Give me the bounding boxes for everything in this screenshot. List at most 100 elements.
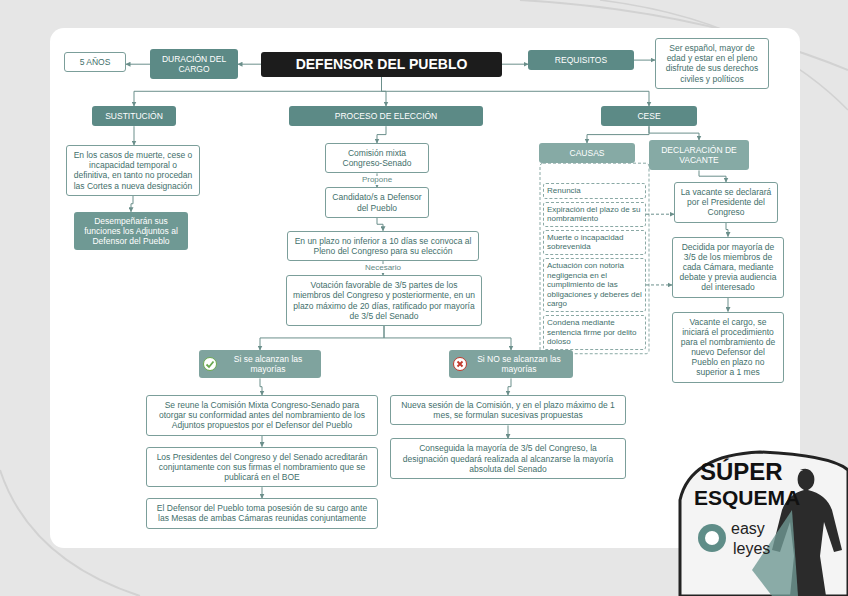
connector [508,378,511,395]
logo-circle-inner [705,531,719,545]
condition-box: Si NO se alcanzan las mayorías [449,350,573,378]
logo-badge [680,452,848,596]
logo-title: ESQUEMA [694,486,800,510]
process-box: Comisión mixta Congreso-Senado [325,143,429,173]
check-icon [203,357,217,371]
connector [699,170,726,182]
cause-box: Renuncia [543,183,646,199]
process-box: Vacante el cargo, se iniciará el procedi… [672,312,784,383]
node-text: En un plazo no inferior a 10 días se con… [293,236,473,256]
process-box: Votación favorable de 3/5 partes de los … [286,275,482,326]
node-text: DURACIÓN DEL CARGO [156,54,232,74]
node-text: Renuncia [547,186,642,196]
node-text: El Defensor del Pueblo toma posesión de … [152,503,372,523]
process-box: Los Presidentes del Congreso y del Senad… [146,447,378,488]
node-text: Decidida por mayoría de 3/5 de los miemb… [678,242,778,293]
node-text: DECLARACIÓN DE VACANTE [655,145,743,165]
logo-circle [698,524,726,552]
connector [384,326,511,350]
node-text: Candidato/s a Defensor del Pueblo [331,192,423,212]
process-box: Conseguida la mayoría de 3/5 del Congres… [390,438,626,479]
logo-brand: leyes [733,540,770,558]
section-header: SUSTITUCIÓN [92,106,176,126]
process-box: 5 AÑOS [64,52,126,72]
process-box: En los casos de muerte, cese o incapacid… [66,145,200,196]
node-text: REQUISITOS [534,55,628,65]
node-text: Nueva sesión de la Comisión, y en el pla… [396,400,620,420]
connector [126,64,150,65]
connector [646,214,674,215]
node-text: Comisión mixta Congreso-Senado [331,148,423,168]
connector [377,126,386,143]
connector [134,126,135,145]
process-box: La vacante se declarará por el President… [674,182,778,223]
node-text: Votación favorable de 3/5 partes de los … [292,280,476,321]
section-header: REQUISITOS [528,50,634,70]
process-box: En un plazo no inferior a 10 días se con… [287,231,479,261]
connector [502,64,528,65]
node-text: Desempeñarán sus funciones los Adjuntos … [79,216,183,247]
connector [262,436,263,447]
process-box: Nueva sesión de la Comisión, y en el pla… [390,395,626,425]
node-text: Muerte o incapacidad sobrevenida [547,233,642,252]
process-box: Ser español, mayor de edad y estar en el… [655,38,769,89]
node-text: SUSTITUCIÓN [98,111,170,121]
node-text: La vacante se declarará por el President… [680,187,772,218]
node-text: Si NO se alcanzan las mayorías [471,354,567,374]
process-box: El Defensor del Pueblo toma posesión de … [146,498,378,528]
connector [260,326,384,350]
section-header: PROCESO DE ELECCIÓN [289,106,483,126]
connector [726,223,728,237]
logo-panel [680,452,848,596]
title-box: DEFENSOR DEL PUEBLO [261,52,502,77]
node-text: Se reune la Comisión Mixta Congreso-Sena… [152,400,372,431]
connector [728,298,729,312]
node-text: Conseguida la mayoría de 3/5 del Congres… [396,443,620,474]
node-text: En los casos de muerte, cese o incapacid… [72,150,194,191]
node-text: PROCESO DE ELECCIÓN [295,111,477,121]
node-text: Expiración del plazo de su nombramiento [547,205,642,224]
node-text: Si se alcanzan las mayorías [221,354,315,374]
node-text: Vacante el cargo, se iniciará el procedi… [678,317,778,378]
subsection-header: CAUSAS [539,143,635,163]
subsection-header: DECLARACIÓN DE VACANTE [649,140,749,170]
section-header: DURACIÓN DEL CARGO [150,49,238,79]
edge-label: Necesario [362,264,404,273]
process-box: Se reune la Comisión Mixta Congreso-Sena… [146,395,378,436]
connector [634,60,655,61]
connector [131,196,133,212]
logo-title: SÚPER [700,458,783,486]
node-text: CESE [607,111,691,121]
node-text: 5 AÑOS [70,57,120,67]
cross-icon [453,357,467,371]
connector [238,64,261,65]
logo-brand: easy [731,520,765,538]
node-text: CAUSAS [545,148,629,158]
connector [646,284,672,285]
edge-label: Propone [359,176,395,185]
section-header: CESE [601,106,697,126]
node-text: Actuación con notoria negligencia en el … [547,261,642,309]
condition-box: Si se alcanzan las mayorías [199,350,321,378]
connector [382,77,650,106]
connector [377,218,383,231]
cause-box: Condena mediante sentencia firme por del… [543,315,646,350]
causes-container [540,163,649,354]
node-text: DEFENSOR DEL PUEBLO [267,56,496,73]
process-box: Decidida por mayoría de 3/5 de los miemb… [672,237,784,298]
connector [134,77,382,106]
node-text: Condena mediante sentencia firme por del… [547,318,642,347]
connector [508,425,509,438]
connector [649,126,699,140]
result-box: Desempeñarán sus funciones los Adjuntos … [74,212,188,251]
cause-box: Actuación con notoria negligencia en el … [543,258,646,312]
node-text: Ser español, mayor de edad y estar en el… [661,43,763,84]
cause-box: Expiración del plazo de su nombramiento [543,202,646,227]
connector [587,126,649,143]
cause-box: Muerte o incapacidad sobrevenida [543,230,646,255]
connector [260,378,262,395]
process-box: Candidato/s a Defensor del Pueblo [325,187,429,217]
node-text: Los Presidentes del Congreso y del Senad… [152,452,372,483]
white-panel [50,28,800,548]
